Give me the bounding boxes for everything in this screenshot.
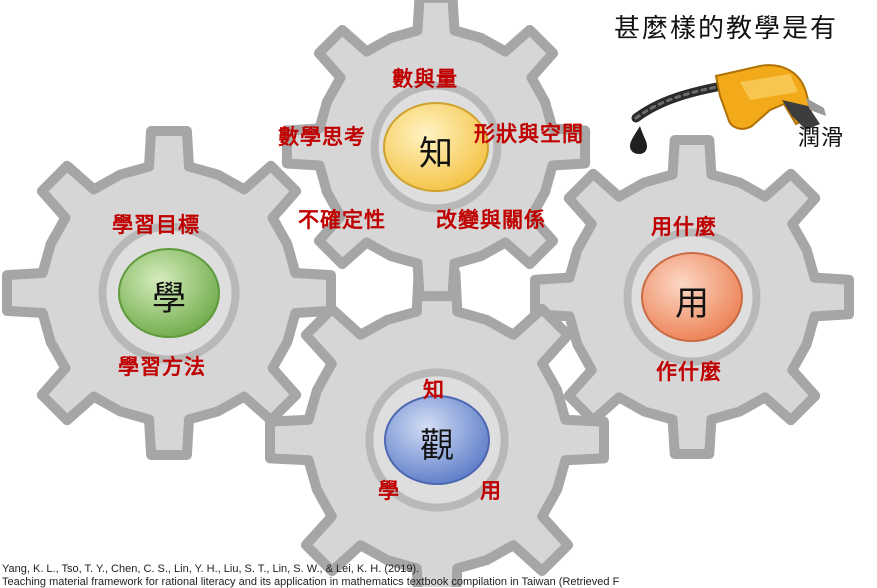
- label-guan-yong: 用: [480, 478, 502, 503]
- center-zhi: 知: [419, 134, 453, 174]
- label-uncertainty: 不確定性: [298, 207, 386, 232]
- label-guan-zhi: 知: [423, 377, 445, 402]
- label-learning-goal: 學習目標: [112, 212, 200, 237]
- hub-xue: [118, 248, 220, 338]
- label-math-thinking: 數學思考: [278, 124, 366, 149]
- label-change-and-relation: 改變與關係: [436, 207, 546, 232]
- center-guan: 觀: [420, 426, 454, 466]
- hub-yong: [641, 252, 743, 342]
- fuel-nozzle-icon: [631, 64, 826, 130]
- label-learning-method: 學習方法: [118, 354, 206, 379]
- gear-xue: [2, 126, 336, 460]
- reference-line-2: Teaching material framework for rational…: [2, 576, 620, 588]
- gear-zhi: [281, 0, 591, 302]
- label-do-what: 作什麼: [656, 359, 722, 384]
- label-shape-and-space: 形狀與空間: [474, 121, 584, 146]
- hub-zhi: [383, 102, 489, 192]
- oil-drop-icon: [630, 126, 647, 154]
- label-guan-xue: 學: [378, 478, 400, 503]
- label-use-what: 用什麼: [651, 214, 717, 239]
- center-xue: 學: [152, 279, 186, 319]
- lubricant-label: 潤滑: [798, 126, 845, 151]
- label-number-and-quantity: 數與量: [392, 66, 458, 91]
- headline-text: 甚麼樣的教學是有: [614, 14, 839, 44]
- gear-yong: [530, 135, 854, 459]
- hub-guan: [384, 395, 490, 485]
- reference-line-1: Yang, K. L., Tso, T. Y., Chen, C. S., Li…: [2, 563, 420, 575]
- gear-guan: [265, 268, 609, 587]
- center-yong: 用: [675, 284, 709, 324]
